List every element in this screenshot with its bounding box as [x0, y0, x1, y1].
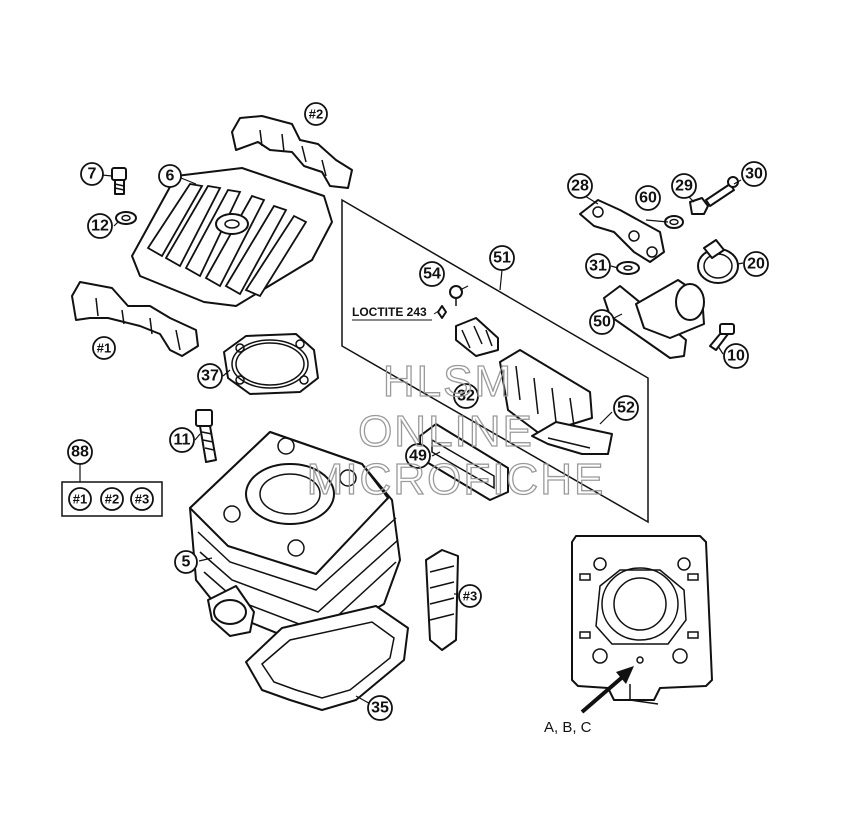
svg-text:#2: #2 — [309, 107, 323, 122]
svg-text:28: 28 — [571, 178, 589, 195]
svg-text:29: 29 — [675, 178, 693, 195]
callout-30: 30 — [741, 161, 767, 187]
clamp-20 — [697, 239, 739, 284]
svg-text:#1: #1 — [97, 341, 111, 356]
screw-30 — [705, 176, 739, 207]
callout-49: 49 — [405, 443, 431, 469]
svg-text:35: 35 — [371, 700, 389, 717]
svg-text:6: 6 — [166, 168, 175, 185]
cylinder-head — [131, 167, 333, 307]
callout-2: #2 — [304, 102, 328, 126]
reed-valve-box — [341, 198, 649, 524]
reed-stop — [531, 421, 613, 455]
svg-text:20: 20 — [747, 256, 765, 273]
kit-box: #1 #2 #3 — [61, 481, 163, 517]
svg-text:#1: #1 — [73, 492, 87, 507]
svg-text:#2: #2 — [105, 492, 119, 507]
callout-5: 5 — [174, 550, 198, 574]
bolt-10 — [709, 323, 735, 351]
callout-28: 28 — [567, 173, 593, 199]
callout-60: 60 — [635, 185, 661, 211]
callout-20: 20 — [743, 251, 769, 277]
callout-32: 32 — [453, 383, 479, 409]
svg-text:12: 12 — [91, 218, 109, 235]
reed-petal — [455, 317, 499, 357]
callout-37: 37 — [197, 363, 223, 389]
svg-text:10: 10 — [727, 348, 745, 365]
washer-60 — [664, 215, 684, 229]
cylinder — [189, 431, 401, 641]
bolt-7 — [111, 167, 127, 195]
bracket-2 — [231, 115, 353, 189]
washer-31 — [616, 261, 640, 275]
base-gasket — [245, 605, 409, 711]
callout-52: 52 — [613, 395, 639, 421]
callout-11: 11 — [169, 427, 195, 453]
callout-50: 50 — [589, 309, 615, 335]
callout-31: 31 — [585, 253, 611, 279]
callout-12: 12 — [87, 213, 113, 239]
bracket-1 — [71, 281, 199, 357]
gasket-detail — [571, 535, 713, 705]
callout-3: #3 — [458, 584, 482, 608]
svg-text:31: 31 — [589, 258, 607, 275]
washer-12 — [115, 211, 137, 225]
abc-label: A, B, C — [544, 719, 592, 736]
callout-88: 88 — [67, 439, 93, 482]
svg-text:11: 11 — [174, 432, 191, 449]
svg-text:30: 30 — [745, 166, 763, 183]
svg-text:ONLINE: ONLINE — [358, 407, 534, 456]
screw-54 — [437, 285, 463, 319]
svg-text:7: 7 — [88, 166, 97, 183]
reed-block — [499, 349, 593, 435]
callout-51: 51 — [489, 245, 515, 271]
svg-text:54: 54 — [423, 266, 441, 283]
callout-10: 10 — [723, 343, 749, 369]
svg-text:32: 32 — [457, 388, 475, 405]
head-gasket — [223, 333, 319, 395]
intake-flange-50 — [603, 279, 705, 359]
svg-text:MICROFICHE: MICROFICHE — [307, 455, 606, 504]
head-fins — [146, 183, 308, 298]
svg-text:60: 60 — [639, 190, 657, 207]
svg-text:52: 52 — [617, 400, 635, 417]
nut-29 — [689, 197, 709, 215]
svg-text:#3: #3 — [135, 492, 149, 507]
svg-text:37: 37 — [201, 368, 219, 385]
callout-1: #1 — [92, 336, 116, 360]
watermark: HLSM ONLINE MICROFICHE — [306, 356, 606, 504]
arrow-abc — [580, 666, 634, 714]
bracket-28 — [579, 199, 665, 263]
svg-text:#3: #3 — [463, 589, 477, 604]
callout-29: 29 — [671, 173, 697, 199]
svg-text:HLSM: HLSM — [383, 357, 513, 406]
svg-text:5: 5 — [182, 554, 191, 571]
svg-text:49: 49 — [409, 448, 427, 465]
loctite-label: LOCTITE 243 — [352, 305, 427, 319]
insert-3 — [425, 549, 459, 651]
svg-text:50: 50 — [593, 314, 611, 331]
stud-11 — [195, 409, 217, 463]
callout-54: 54 — [419, 261, 445, 287]
svg-text:88: 88 — [71, 444, 89, 461]
callout-7: 7 — [80, 162, 104, 186]
callout-35: 35 — [367, 695, 393, 721]
svg-text:51: 51 — [493, 250, 511, 267]
callout-6: 6 — [158, 164, 182, 188]
